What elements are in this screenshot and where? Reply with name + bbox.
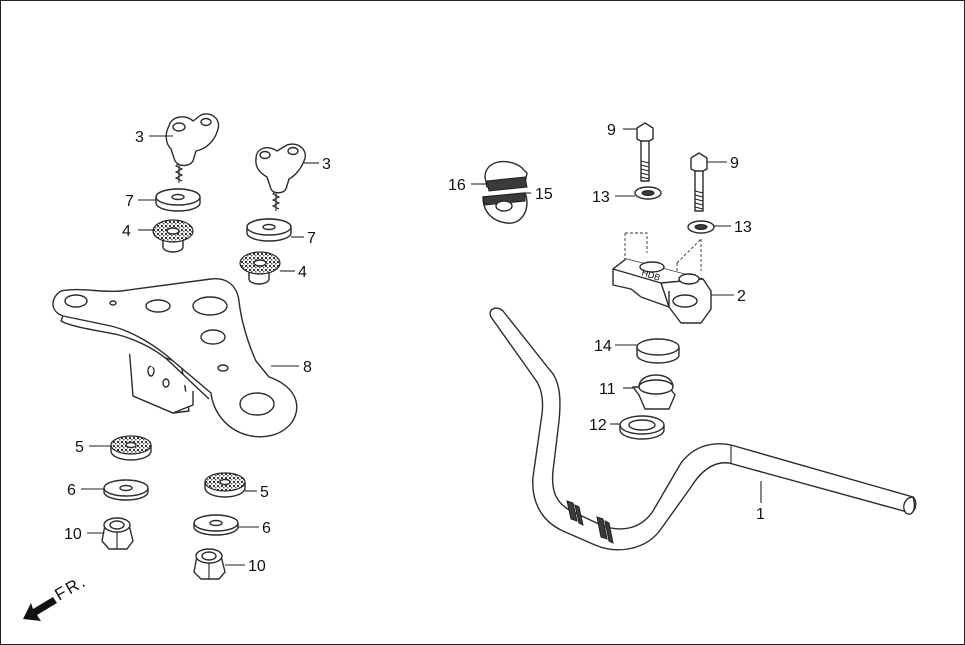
switch-clamp [482, 160, 528, 224]
washer-13-left [634, 186, 662, 200]
callout-15: 15 [535, 186, 553, 203]
washer-12 [619, 415, 665, 440]
cap-14 [636, 338, 680, 364]
callout-10-right: 10 [248, 558, 266, 575]
cushion-5-left [110, 435, 152, 461]
callout-10-left: 10 [64, 526, 82, 543]
callout-6-left: 6 [67, 482, 76, 499]
cap-nut-11 [632, 374, 676, 410]
callout-5-left: 5 [75, 439, 84, 456]
upper-holder: HDB [612, 258, 712, 324]
callout-9-left: 9 [607, 122, 616, 139]
callout-2: 2 [737, 288, 746, 305]
handlebar-holder-right [255, 143, 306, 211]
callout-8: 8 [303, 359, 312, 376]
front-direction-label: FR. [52, 571, 90, 604]
washer-7-right [246, 218, 292, 242]
callout-7-right: 7 [307, 230, 316, 247]
callout-4-left: 4 [122, 223, 131, 240]
callout-1: 1 [756, 506, 765, 523]
top-bridge [52, 278, 298, 438]
callout-11: 11 [599, 381, 616, 398]
callout-13-left: 13 [592, 189, 610, 206]
bolt-9-right [690, 152, 708, 212]
cushion-5-right [204, 472, 246, 498]
bolt-9-left [636, 122, 654, 182]
handlebar [489, 307, 917, 551]
nut-10-left [101, 517, 134, 550]
handlebar-holder-left [165, 113, 220, 183]
callout-16: 16 [448, 177, 466, 194]
washer-7-left [155, 188, 201, 212]
washer-13-right [687, 220, 715, 234]
washer-6-right [193, 514, 239, 536]
callout-3-right: 3 [322, 156, 331, 173]
callout-6-right: 6 [262, 520, 271, 537]
nut-10-right [193, 548, 226, 580]
front-direction-arrow-icon [23, 597, 57, 621]
callout-7-left: 7 [125, 193, 134, 210]
callout-14: 14 [594, 338, 612, 355]
callout-13-right: 13 [734, 219, 752, 236]
callout-5-right: 5 [260, 484, 269, 501]
leader-lines [81, 128, 762, 566]
callout-9-right: 9 [730, 155, 739, 172]
cushion-4-right [239, 251, 281, 285]
callout-4-right: 4 [298, 264, 307, 281]
callout-12: 12 [589, 417, 607, 434]
washer-6-left [103, 479, 149, 501]
cushion-4-left [152, 219, 194, 253]
callout-3-left: 3 [135, 129, 144, 146]
